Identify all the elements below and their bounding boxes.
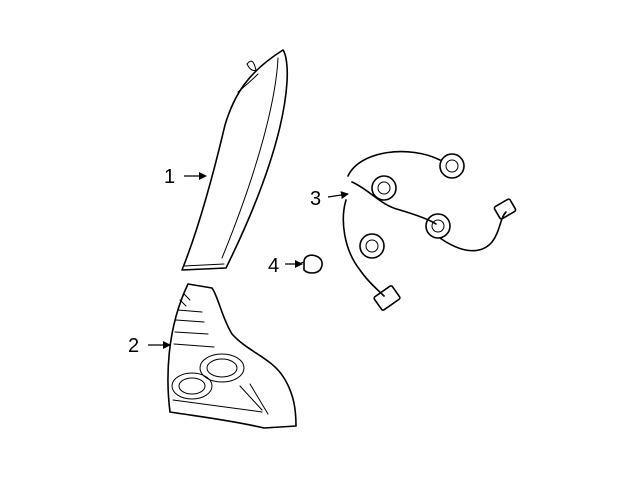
callout-3: 3 — [310, 188, 349, 210]
callout-1: 1 — [164, 166, 207, 188]
socket-a — [439, 153, 465, 179]
part-1-upper-trim — [181, 49, 289, 271]
socket-b — [371, 175, 397, 201]
part-3-wiring-harness — [342, 150, 517, 311]
socket-d — [359, 233, 385, 259]
connector-main — [373, 285, 401, 311]
callout-3-label: 3 — [310, 188, 321, 210]
callout-2: 2 — [128, 335, 171, 357]
part-2-tail-lamp — [167, 283, 297, 429]
connector-side — [493, 198, 517, 220]
socket-c — [425, 213, 451, 239]
callout-4: 4 — [268, 255, 303, 277]
callout-2-label: 2 — [128, 335, 139, 357]
callout-1-label: 1 — [164, 166, 175, 188]
callout-4-label: 4 — [268, 255, 279, 277]
